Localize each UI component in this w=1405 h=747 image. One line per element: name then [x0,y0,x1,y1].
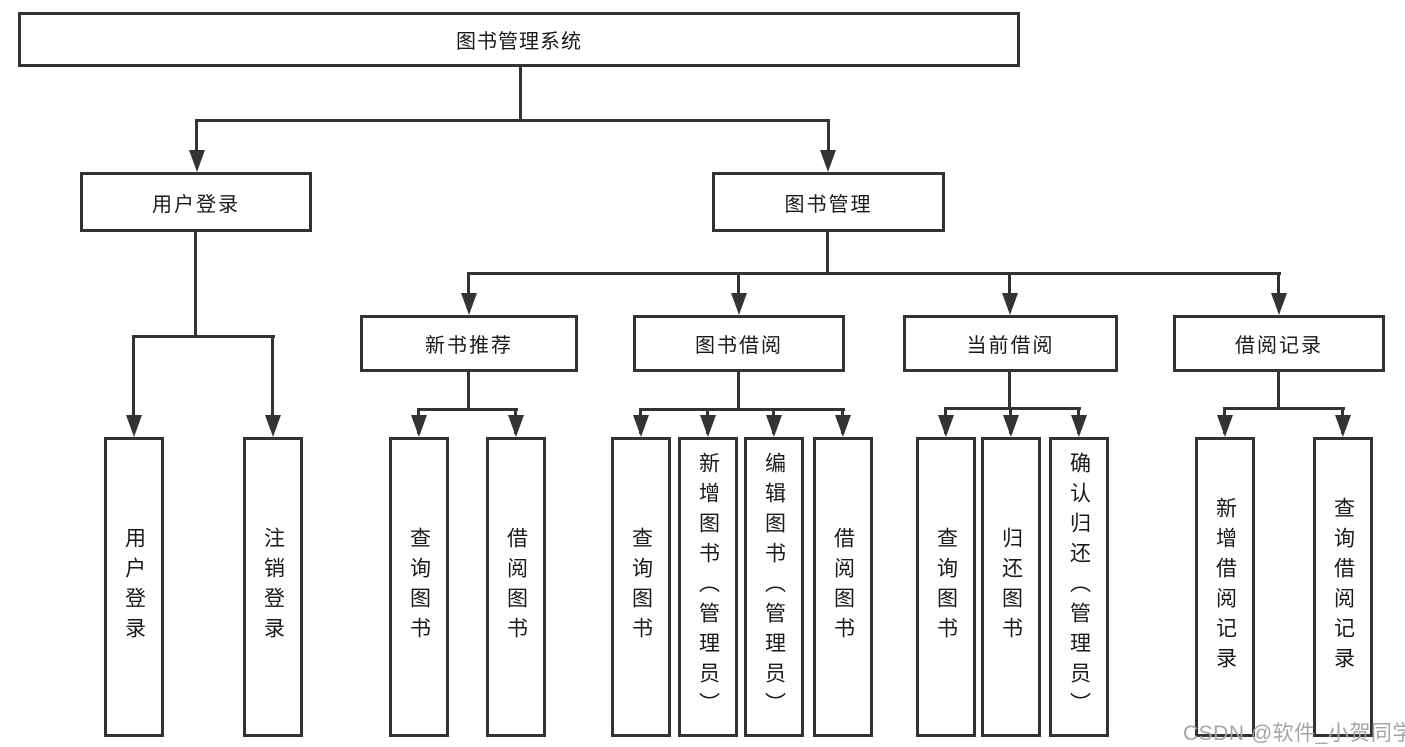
leaf-add-borrow-record: 新增借阅记录 [1195,437,1255,737]
arrowhead-query-books-borrowing [633,415,649,437]
node-label: 编辑图书（管理员） [762,452,786,722]
arrowhead-leaf-logout [265,415,281,437]
connector-book-management-rail [467,272,1281,275]
leaf-return-books: 归还图书 [981,437,1041,737]
connector-current-rail [944,407,1081,410]
connector-drop-book-borrowing [737,272,740,310]
arrowhead-query-books-current [938,415,954,437]
connector-records-rail [1223,407,1345,410]
node-label: 图书借阅 [695,335,783,357]
node-label: 借阅图书 [831,527,855,647]
connector-user-login-stem [194,232,197,338]
arrowhead-book-borrowing [731,293,747,315]
arrowhead-borrow-books [835,415,851,437]
connector-book-management-stem [826,232,829,275]
node-book-borrowing: 图书借阅 [633,315,845,372]
leaf-borrow-books-recommend: 借阅图书 [486,437,546,737]
connector-drop-new-book-recommend [467,272,470,310]
node-label: 查询图书 [934,527,958,647]
arrowhead-query-books-recommend [411,415,427,437]
arrowhead-borrowing-records [1271,293,1287,315]
node-book-management: 图书管理 [712,172,945,232]
connector-borrowing-stem [737,370,740,411]
node-label: 注销登录 [261,527,285,647]
connector-drop-leaf-logout [271,335,274,430]
node-label: 借阅记录 [1235,335,1323,357]
connector-borrowing-rail [639,408,845,411]
node-borrowing-records: 借阅记录 [1173,315,1385,372]
arrowhead-edit-books-admin [766,415,782,437]
connector-records-stem [1277,370,1280,410]
node-label: 归还图书 [999,527,1023,647]
connector-root-stem [519,66,522,122]
connector-drop-borrowing-records [1277,272,1280,310]
node-label: 当前借阅 [966,335,1055,357]
node-current-borrowing: 当前借阅 [903,315,1118,372]
arrowhead-add-books-admin [700,415,716,437]
connector-new-book-stem [467,370,470,411]
node-label: 确认归还（管理员） [1067,452,1091,722]
arrowhead-user-login [189,150,205,172]
arrowhead-add-borrow-record [1217,415,1233,437]
connector-user-login-rail [132,335,275,338]
node-library-management-system: 图书管理系统 [18,12,1020,67]
connector-drop-user-login [195,119,198,167]
leaf-query-books-recommend: 查询图书 [389,437,449,737]
leaf-borrow-books: 借阅图书 [813,437,873,737]
leaf-query-books-borrowing: 查询图书 [611,437,671,737]
arrowhead-return-books [1003,415,1019,437]
node-user-login: 用户登录 [80,172,312,232]
connector-drop-book-management [827,119,830,167]
node-label: 新增借阅记录 [1213,497,1237,677]
node-label: 图书管理 [784,193,873,216]
node-label: 新增图书（管理员） [696,452,720,722]
node-label: 新书推荐 [425,335,513,357]
node-label: 用户登录 [122,527,146,647]
connector-new-book-rail [417,408,518,411]
leaf-user-login: 用户登录 [104,437,164,737]
arrowhead-query-borrow-record [1335,415,1351,437]
arrowhead-current-borrowing [1002,293,1018,315]
leaf-logout: 注销登录 [243,437,303,737]
connector-current-stem [1008,370,1011,410]
node-label: 用户登录 [152,193,240,216]
node-label: 查询借阅记录 [1331,497,1355,677]
arrowhead-borrow-books-recommend [508,415,524,437]
node-new-book-recommend: 新书推荐 [360,315,578,372]
arrowhead-confirm-return [1071,415,1087,437]
csdn-watermark: CSDN @软件_小贺同学 [1183,722,1405,745]
connector-drop-current-borrowing [1008,272,1011,310]
connector-root-rail [195,119,830,122]
leaf-add-books-admin: 新增图书（管理员） [678,437,738,737]
node-label: 图书管理系统 [456,31,582,53]
leaf-edit-books-admin: 编辑图书（管理员） [744,437,804,737]
node-label: 查询图书 [407,527,431,647]
arrowhead-book-management [820,150,836,172]
leaf-confirm-return-admin: 确认归还（管理员） [1049,437,1109,737]
connector-drop-leaf-user-login [132,335,135,430]
node-label: 查询图书 [629,527,653,647]
leaf-query-books-current: 查询图书 [916,437,976,737]
leaf-query-borrow-record: 查询借阅记录 [1313,437,1373,737]
arrowhead-new-book-recommend [461,293,477,315]
arrowhead-leaf-user-login [126,415,142,437]
node-label: 借阅图书 [504,527,528,647]
